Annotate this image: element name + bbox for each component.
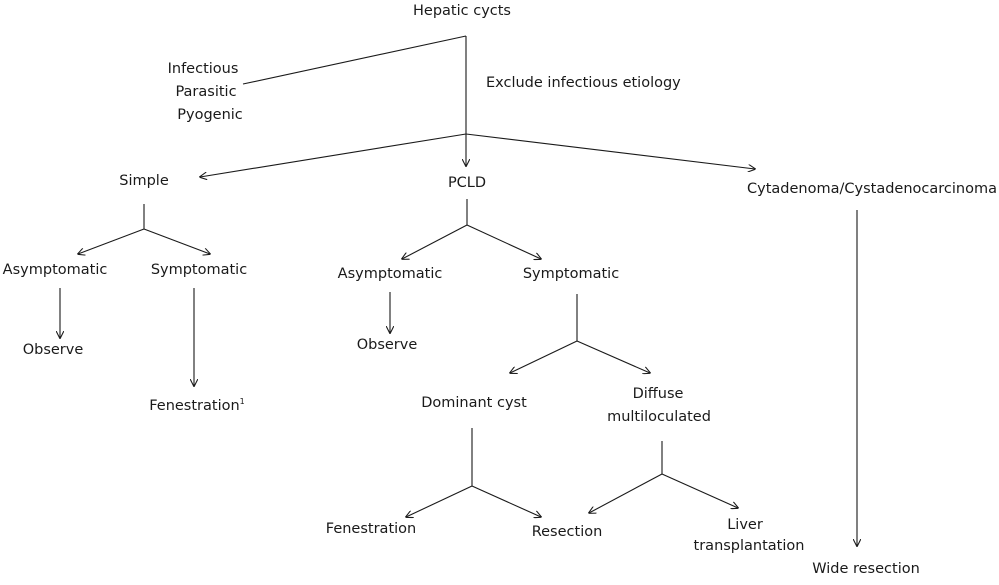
arrow-diffuse-to-resection bbox=[589, 473, 663, 513]
simple-node-label: Simple bbox=[119, 173, 169, 189]
arrow-simple-to-symptomatic bbox=[143, 228, 210, 254]
excluded-infectious-label: Infectious bbox=[167, 61, 239, 77]
cystadenoma-node-label: Cytadenoma/Cystadenocarcinoma bbox=[747, 181, 997, 197]
arrow-simple-to-asymptomatic bbox=[78, 228, 145, 254]
liver-transplantation-line-1: Liver bbox=[727, 517, 763, 533]
wide-resection-label: Wide resection bbox=[812, 561, 920, 577]
arrow-to-dominant-cyst bbox=[510, 340, 578, 373]
simple-symptomatic-label: Symptomatic bbox=[150, 262, 248, 278]
arrow-diffuse-to-liver-transplantation bbox=[661, 473, 738, 508]
simple-fenestration-text: Fenestration bbox=[149, 398, 240, 414]
exclude-infectious-note: Exclude infectious etiology bbox=[486, 75, 681, 91]
diffuse-line-2: multiloculated bbox=[607, 409, 711, 425]
diffuse-line-1: Diffuse bbox=[632, 386, 684, 402]
excluded-pyogenic-label: Pyogenic bbox=[177, 107, 243, 123]
liver-transplantation-line-2: transplantation bbox=[693, 538, 805, 554]
simple-asymptomatic-label: Asymptomatic bbox=[2, 262, 108, 278]
simple-observe-label: Observe bbox=[22, 342, 84, 358]
arrow-pcld-to-asymptomatic bbox=[402, 224, 468, 259]
pcld-asymptomatic-label: Asymptomatic bbox=[337, 266, 443, 282]
pcld-fenestration-label: Fenestration bbox=[325, 521, 417, 537]
arrow-dominant-to-fenestration bbox=[406, 485, 473, 517]
root-node-label: Hepatic cycts bbox=[413, 3, 511, 19]
arrow-to-cystadenoma bbox=[465, 133, 755, 169]
connector-root-to-excluded bbox=[242, 35, 467, 85]
pcld-symptomatic-label: Symptomatic bbox=[522, 266, 620, 282]
simple-fenestration-label: Fenestration1 bbox=[149, 395, 245, 418]
dominant-cyst-label: Dominant cyst bbox=[421, 395, 527, 411]
excluded-parasitic-label: Parasitic bbox=[175, 84, 237, 100]
arrow-dominant-to-resection bbox=[471, 485, 541, 517]
pcld-observe-label: Observe bbox=[356, 337, 418, 353]
arrow-pcld-to-symptomatic bbox=[466, 224, 541, 259]
resection-label: Resection bbox=[531, 524, 603, 540]
footnote-marker: 1 bbox=[239, 397, 245, 407]
arrow-to-simple bbox=[200, 133, 467, 177]
pcld-node-label: PCLD bbox=[447, 175, 487, 191]
arrow-to-diffuse-multiloculated bbox=[576, 340, 650, 373]
